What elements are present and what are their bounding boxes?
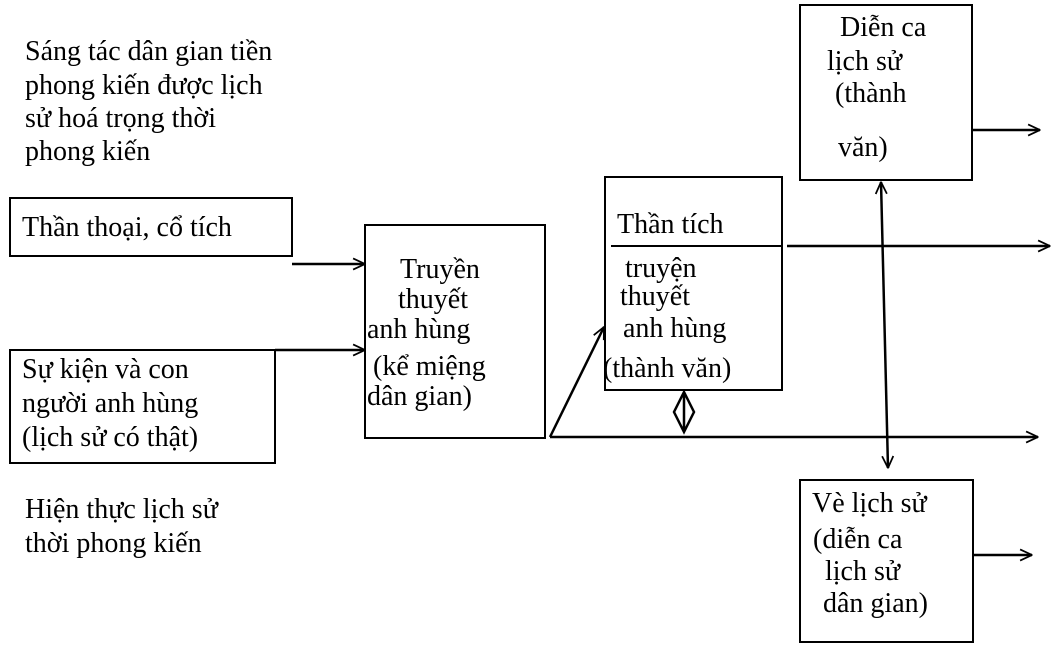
arrow-epic-folk-bidirectional: [881, 182, 888, 468]
oral-legend-box: Truyền thuyết anh hùng (kể miệng dân gia…: [364, 224, 546, 439]
events-box-border: [9, 349, 276, 464]
folk-verse-box: Vè lịch sử (diễn ca lịch sử dân gian): [799, 479, 974, 643]
events-text: Sự kiện và con: [22, 354, 189, 385]
folk-verse-text: Vè lịch sử: [812, 488, 928, 519]
historical-epic-box: Diễn ca lịch sử (thành văn): [799, 4, 973, 181]
oral-legend-text: (kể miệng: [373, 351, 486, 382]
events-text: người anh hùng: [22, 388, 198, 419]
folk-verse-text: lịch sử: [825, 556, 901, 587]
historical-epic-text: Diễn ca: [840, 12, 927, 43]
oral-legend-text: dân gian): [367, 381, 472, 412]
written-legend-text: truyện: [625, 253, 697, 284]
written-legend-text: anh hùng: [623, 313, 726, 344]
written-legend-text: thuyết: [620, 281, 690, 312]
written-legend-box: Thần tích truyện thuyết anh hùng (thành …: [603, 176, 783, 391]
folk-verse-text: dân gian): [823, 588, 928, 619]
intro-line: sử hoá trọng thời: [25, 103, 216, 134]
intro-label: Sáng tác dân gian tiền phong kiến được l…: [25, 36, 272, 167]
written-legend-border: [604, 176, 783, 391]
myths-box-border: [9, 197, 293, 257]
double-arrow-icon: [672, 389, 696, 435]
intro-line: phong kiến được lịch: [25, 70, 263, 101]
historical-epic-text: (thành: [835, 78, 907, 109]
written-legend-header: Thần tích: [617, 209, 724, 240]
historical-epic-border: [799, 4, 973, 181]
events-text: (lịch sử có thật): [22, 422, 198, 453]
reality-label: Hiện thực lịch sử thời phong kiến: [25, 494, 219, 559]
oral-legend-text: thuyết: [398, 284, 468, 315]
myths-box: Thần thoại, cổ tích: [9, 197, 293, 257]
intro-line: phong kiến: [25, 136, 150, 167]
historical-epic-text: lịch sử: [827, 46, 903, 77]
oral-legend-text: Truyền: [400, 254, 480, 285]
oral-legend-border: [364, 224, 546, 439]
events-box: Sự kiện và con người anh hùng (lịch sử c…: [9, 349, 276, 464]
reality-line: Hiện thực lịch sử: [25, 494, 219, 525]
intro-line: Sáng tác dân gian tiền: [25, 36, 272, 67]
folk-verse-text: (diễn ca: [813, 524, 903, 555]
historical-epic-text: văn): [838, 132, 888, 163]
folk-verse-border: [799, 479, 974, 643]
reality-line: thời phong kiến: [25, 528, 202, 559]
oral-legend-text: anh hùng: [367, 314, 470, 345]
written-legend-text: (thành văn): [603, 353, 731, 384]
arrow-oral-to-written: [548, 327, 606, 438]
myths-text: Thần thoại, cổ tích: [22, 212, 232, 243]
